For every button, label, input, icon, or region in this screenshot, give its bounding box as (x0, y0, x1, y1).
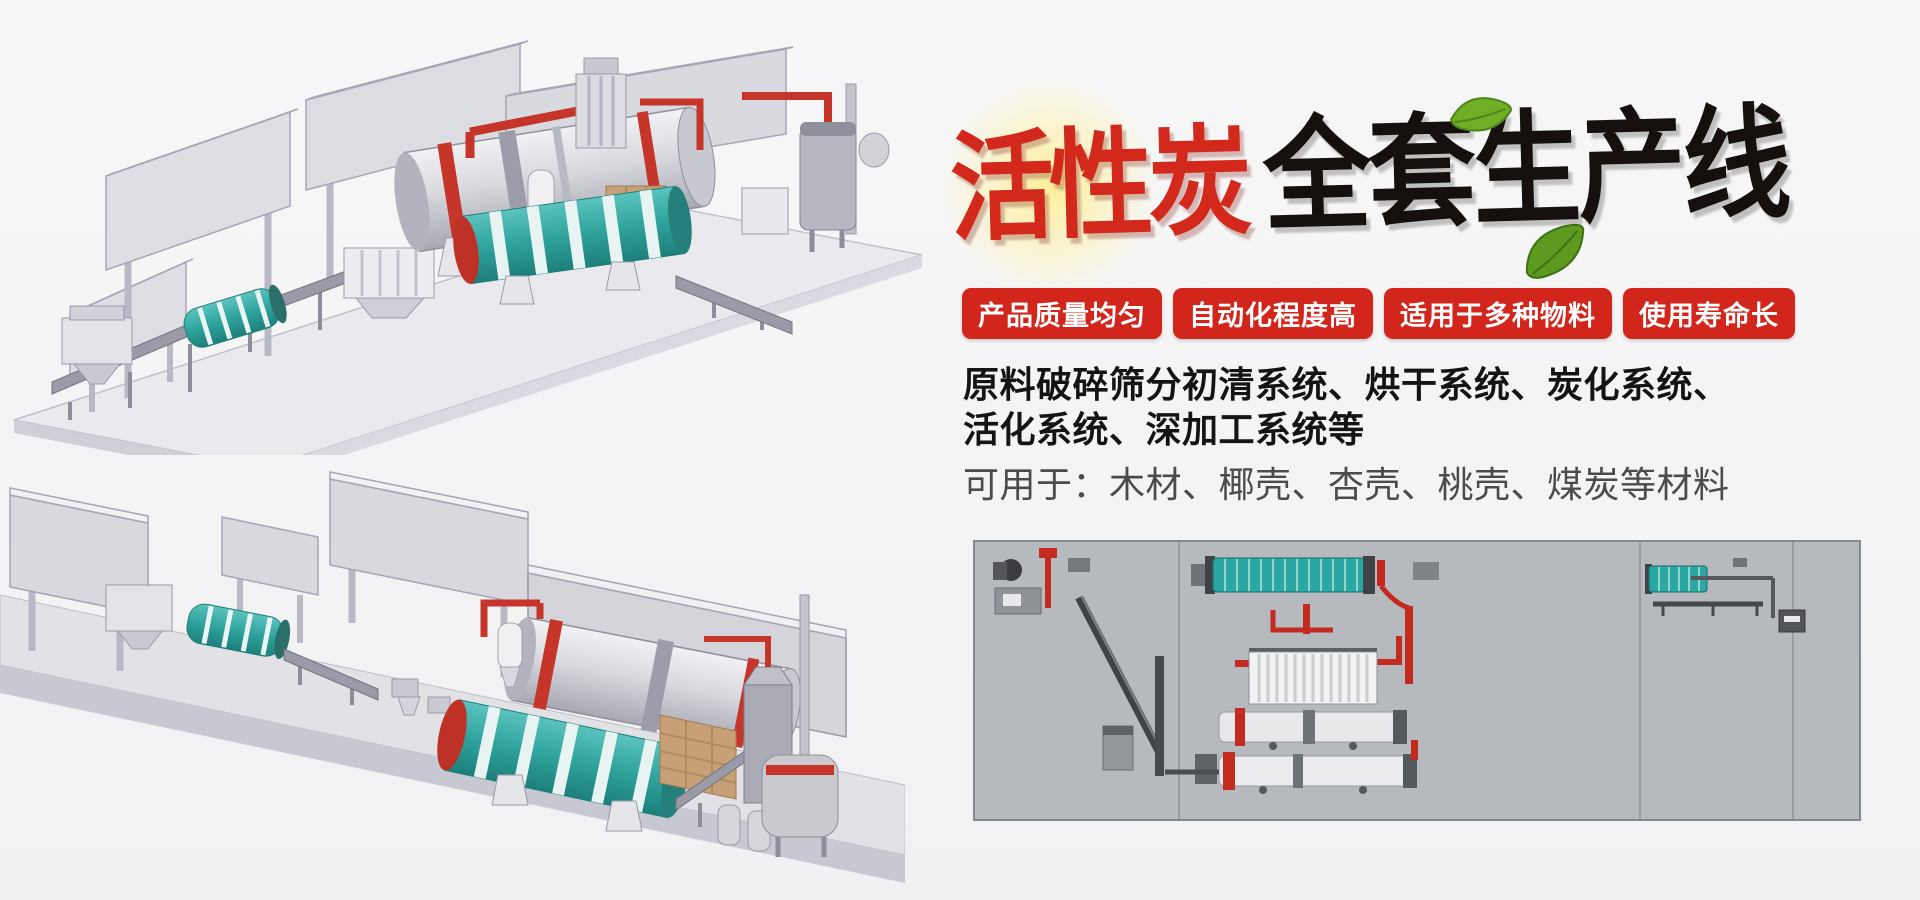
feeder-hopper (105, 584, 173, 650)
furnace-unit (741, 83, 890, 252)
badge-label: 使用寿命长 (1639, 301, 1779, 332)
schematic-carbonization-furnace (1248, 648, 1378, 705)
system-description: 原料破碎筛分初清系统、烘干系统、炭化系统、 活化系统、深加工系统等 (963, 364, 1730, 453)
schematic-dryer (1191, 556, 1439, 594)
screening-drum (186, 603, 291, 659)
render-top-production-line (13, 40, 923, 455)
filter-tower (575, 57, 627, 149)
badge-lifespan: 使用寿命长 (1623, 288, 1795, 339)
materials-line: 可用于：木材、椰壳、杏壳、桃壳、煤炭等材料 (963, 465, 1730, 506)
title-red-text: 活性炭 (948, 111, 1249, 259)
feeder-hopper (61, 305, 133, 385)
badge-label: 自动化程度高 (1189, 301, 1357, 332)
schematic-red-piping (1235, 584, 1413, 684)
activation-drum (437, 699, 689, 819)
leaf-icon (1525, 223, 1585, 279)
schematic-cooling-drum (1218, 708, 1407, 750)
badge-automation: 自动化程度高 (1173, 288, 1373, 339)
storage-tank (761, 754, 839, 857)
vibrating-screen (343, 247, 435, 319)
main-title: 活性炭 全套生产线 (925, 61, 1880, 311)
description-line-1: 原料破碎筛分初清系统、烘干系统、炭化系统、 (963, 365, 1730, 406)
schematic-packing-section (1645, 558, 1806, 633)
schematic-crushing-section (993, 548, 1164, 776)
badge-quality: 产品质量均匀 (962, 288, 1162, 339)
plant-layout-schematic (973, 540, 1861, 821)
feature-badges: 产品质量均匀 自动化程度高 适用于多种物料 使用寿命长 (962, 288, 1795, 339)
badge-label: 适用于多种物料 (1400, 301, 1596, 332)
yellow-glow-decoration (925, 61, 1175, 311)
title-black-text: 全套生产线 (1261, 92, 1790, 250)
discharge-conveyor (675, 275, 793, 335)
cyclone-tank (497, 622, 523, 688)
badge-label: 产品质量均匀 (978, 301, 1146, 332)
activation-drum (453, 185, 692, 285)
schematic-activation-drum (1165, 740, 1418, 794)
dryer-red-pipe (480, 599, 544, 637)
transfer-conveyor (283, 648, 451, 716)
leaf-icon (1450, 97, 1512, 132)
activation-drum-supports (491, 774, 643, 832)
screening-drum (183, 284, 287, 348)
description-line-2: 活化系统、深加工系统等 (963, 409, 1365, 451)
render-bottom-production-line (0, 471, 905, 883)
badge-materials: 适用于多种物料 (1384, 288, 1612, 339)
activation-drum-supports (499, 261, 641, 305)
platform (13, 206, 923, 455)
